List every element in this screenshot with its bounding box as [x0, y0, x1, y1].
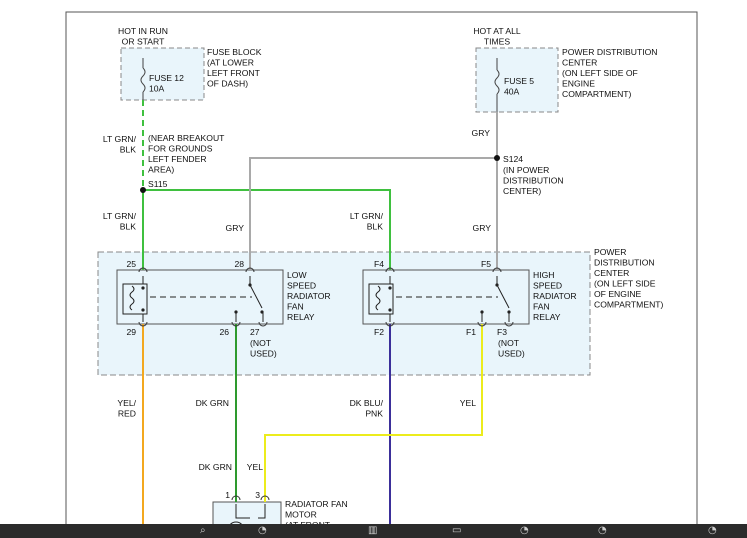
wire-label-gry-right: GRY	[473, 223, 492, 233]
pin-26-marker	[231, 321, 241, 327]
pin-f5-marker	[492, 267, 502, 273]
high-relay-coil-box	[368, 283, 394, 315]
low-relay-internals	[122, 276, 264, 322]
high-relay-internals	[368, 276, 511, 322]
pin-f1-label: F1	[466, 327, 476, 337]
circle-icon[interactable]: ◔	[708, 525, 717, 536]
motor-pin-1-label: 1	[225, 490, 230, 500]
pin-25-label: 25	[126, 259, 136, 269]
wire-label-lt-grn-blk-right: LT GRN/BLK	[350, 211, 384, 232]
wire-label-dk-blu-pnk: DK BLU/PNK	[350, 398, 384, 419]
circle-icon[interactable]: ◔	[520, 525, 529, 536]
splice-s124-dot	[494, 155, 500, 161]
low-relay-coil-box	[122, 283, 148, 315]
high-relay-switch	[496, 284, 510, 309]
pin-27-marker	[258, 321, 268, 327]
page-frame	[65, 11, 698, 538]
motor-pin-1-marker	[231, 495, 241, 501]
pin-29-marker	[138, 321, 148, 327]
wire-label-yel-upper: YEL	[460, 398, 476, 408]
folder-icon[interactable]: ▭	[452, 525, 462, 536]
pin-f4-label: F4	[374, 259, 384, 269]
circle-icon[interactable]: ◔	[598, 525, 607, 536]
circle-icon[interactable]: ◔	[258, 525, 267, 536]
s115-label: S115	[148, 179, 168, 189]
pin-28-marker	[245, 267, 255, 273]
wire-label-yel-lower: YEL	[247, 462, 263, 472]
wire-label-gry-top: GRY	[472, 128, 491, 138]
wire-yel	[264, 324, 483, 502]
pin-f2-label: F2	[374, 327, 384, 337]
motor-pin-3-label: 3	[255, 490, 260, 500]
pin-f4-marker	[385, 267, 395, 273]
s124-label: S124	[503, 154, 523, 164]
taskbar: ⌕ ◔ ▥ ▭ ◔ ◔ ◔	[0, 524, 747, 538]
pin-28-label: 28	[234, 259, 244, 269]
low-relay-coil	[129, 285, 135, 311]
wire-gry-left	[249, 157, 497, 270]
wire-label-yel-red: YEL/RED	[117, 398, 136, 419]
pin-f5-label: F5	[481, 259, 491, 269]
pin-f2-marker	[385, 321, 395, 327]
fuse-block-box	[120, 47, 205, 101]
pdc-fuse-box	[475, 47, 559, 113]
pin-26-label: 26	[219, 327, 229, 337]
search-icon[interactable]: ⌕	[200, 525, 206, 536]
pin-25-marker	[138, 267, 148, 273]
splice-s115-dot	[140, 187, 146, 193]
pin-29-label: 29	[126, 327, 136, 337]
window-icon[interactable]: ▥	[368, 525, 378, 536]
fuse12-element	[140, 67, 146, 93]
fuse5-element	[494, 69, 500, 95]
wire-label-gry-left: GRY	[226, 223, 245, 233]
wire-label-lt-grn-blk-left: LT GRN/BLK	[103, 211, 137, 232]
low-relay-switch	[249, 284, 263, 309]
motor-pin-3-marker	[260, 495, 270, 501]
wire-label-dk-grn-lower: DK GRN	[199, 462, 232, 472]
wire-lt-grn-blk-right	[143, 189, 391, 270]
wire-label-lt-grn-blk-top: LT GRN/BLK	[103, 134, 137, 155]
pin-f1-marker	[477, 321, 487, 327]
pin-f3-marker	[504, 321, 514, 327]
connector-markers	[138, 267, 514, 501]
pin-f3-label: F3	[497, 327, 507, 337]
high-relay-coil	[375, 285, 381, 311]
pin-27-label: 27	[250, 327, 260, 337]
wire-label-dk-grn-upper: DK GRN	[196, 398, 229, 408]
